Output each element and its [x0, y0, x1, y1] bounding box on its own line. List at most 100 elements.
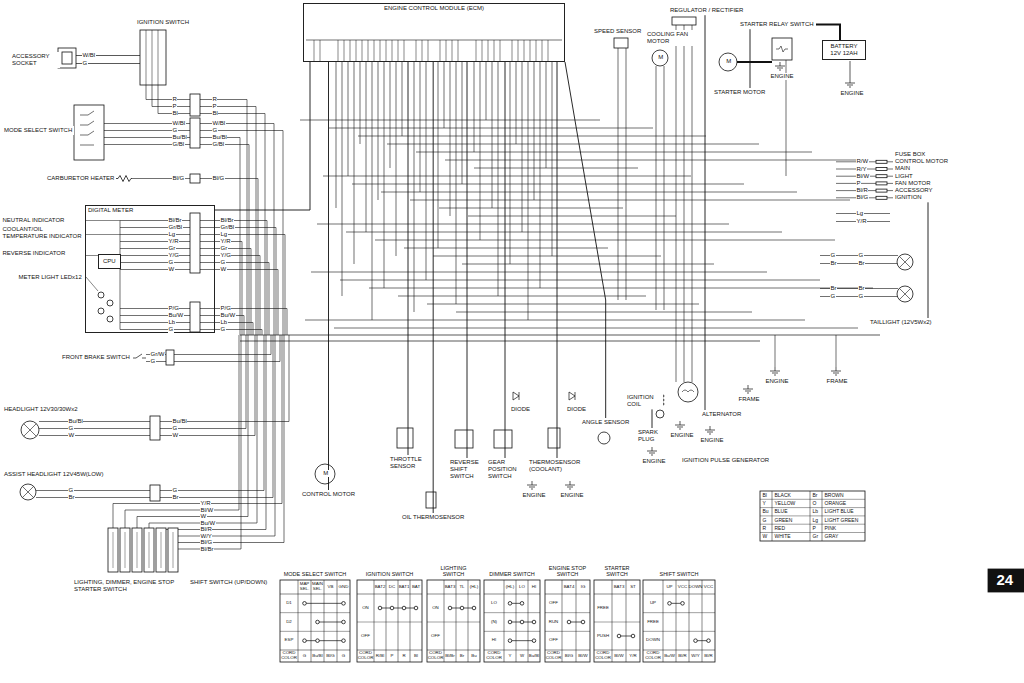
table-grid [545, 580, 590, 662]
wire [396, 62, 397, 256]
ground-symbol [775, 62, 785, 70]
led-symbol [107, 316, 113, 322]
contact-symbol [581, 620, 585, 624]
diode-symbol [513, 392, 519, 400]
wire [344, 40, 345, 62]
component-name: IGNITION [895, 194, 948, 201]
wire-color-code: G [150, 358, 156, 365]
wire-color-code: G [68, 425, 74, 432]
wire [158, 30, 159, 85]
switch-symbol [140, 30, 166, 85]
ground-label: ENGINE [642, 458, 666, 465]
contact-symbol [508, 602, 512, 606]
wire [458, 40, 459, 62]
wire [484, 612, 540, 613]
wire-color-code: Bu/W [168, 312, 184, 319]
wire [456, 62, 457, 304]
wire [113, 532, 114, 568]
connector-symbol [156, 528, 166, 572]
table-cell: LO [485, 595, 504, 613]
wire [528, 580, 529, 662]
contact-symbol [681, 602, 685, 606]
wire [510, 640, 534, 641]
wire [476, 40, 477, 62]
component-name: REGULATOR / RECTIFIER [670, 7, 743, 14]
component-label: COOLING FAN MOTOR [645, 30, 697, 46]
wire [536, 40, 537, 62]
fuse-symbol [876, 160, 887, 163]
wire-connector [816, 25, 840, 40]
component-name: IGNITION COIL [627, 394, 661, 408]
ground-label: FRAME [826, 378, 848, 385]
alternator-symbol [682, 390, 694, 392]
legend-cell: GREEN [774, 518, 793, 524]
wire [337, 580, 338, 662]
component-label: REGULATOR / RECTIFIER [668, 6, 745, 15]
wire-color-code: G [830, 293, 836, 300]
wire [416, 40, 417, 62]
component-name: ANGLE SENSOR [582, 419, 629, 426]
wire [445, 160, 865, 161]
table-cell: ST [627, 581, 640, 594]
wire [357, 622, 422, 623]
wire [161, 532, 162, 568]
battery-cable [737, 61, 772, 63]
component-name: THROTTLE SENSOR [390, 456, 426, 470]
switch-symbol [494, 430, 512, 448]
component-name: MODE SELECT SWITCH [4, 127, 72, 134]
lamp-symbol [897, 286, 913, 302]
component-name: FUSE BOX [895, 151, 948, 158]
wire [548, 40, 549, 62]
wire-color-code: Lg [220, 231, 228, 238]
page-tab [988, 569, 1024, 592]
wire [374, 40, 375, 62]
component-label: SHIFT SWITCH (UP/DOWN) [188, 578, 269, 587]
wire-color-code: Y/R [220, 238, 231, 245]
legend-cell: WHITE [774, 534, 791, 540]
sensor-symbol [397, 428, 413, 448]
wire-color-code: Bl/G [856, 194, 869, 201]
contact-symbol [342, 602, 346, 606]
legend-cell: Bu [762, 509, 769, 515]
table-grid [643, 580, 715, 662]
component-label: IGNITION COIL [625, 393, 663, 409]
wire [456, 312, 752, 313]
switch-table: SHIFT SWITCH [643, 570, 715, 579]
table-cell: FREE [644, 613, 663, 631]
wire [760, 532, 865, 533]
wire [462, 62, 463, 184]
wire-color-code: G [220, 326, 226, 333]
table-cell: VCC [677, 581, 689, 594]
wire [618, 48, 619, 300]
component-label: DIODE [565, 405, 588, 414]
wire [86, 220, 120, 221]
table-grid [484, 580, 540, 662]
wire [402, 62, 403, 136]
contact-symbol [303, 602, 307, 606]
wire [305, 640, 344, 641]
indicator-label: REVERSE INDICATOR [2, 250, 66, 257]
wire [300, 120, 600, 121]
lamp-symbol [897, 254, 913, 270]
legend-cell: Gr [812, 534, 819, 540]
legend-cell: BROWN [824, 493, 844, 499]
component-name: SPARK PLUG [638, 429, 666, 443]
wire [280, 612, 350, 613]
wire-color-code: Gr [220, 245, 228, 252]
wire [692, 25, 693, 382]
wire [850, 61, 851, 79]
table-cell: OFF [428, 623, 444, 650]
component-name: FRONT BRAKE SWITCH [62, 354, 130, 361]
wire-color-code: W/Bl [82, 52, 96, 59]
wire-connector [215, 62, 310, 210]
component-label: IGNITION PULSE GENERATOR [680, 456, 771, 465]
table-cell: Bl/W [613, 651, 626, 662]
wire [398, 40, 399, 62]
wire [350, 40, 351, 62]
contact-symbol [532, 639, 536, 643]
table-cell: Br [457, 651, 468, 662]
wire-color-code: Bl/Br [200, 546, 214, 553]
led-symbol [98, 308, 104, 314]
wire-color-code: W [220, 266, 227, 273]
component-name: IGNITION SWITCH [137, 19, 189, 26]
